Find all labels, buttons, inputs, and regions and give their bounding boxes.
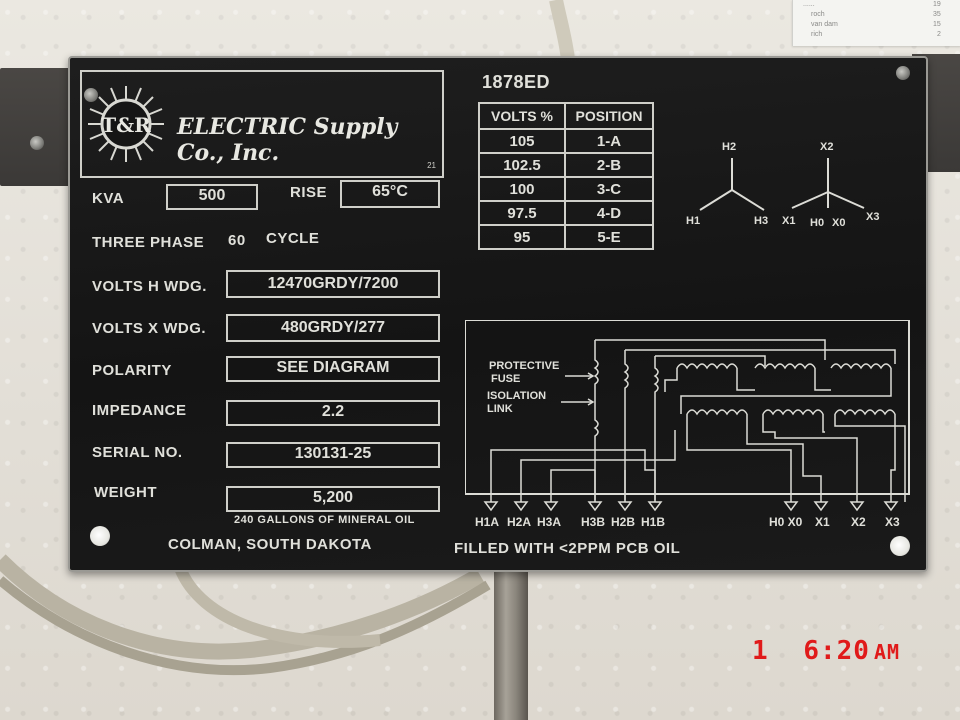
note-number: 2: [937, 31, 941, 38]
table-header: POSITION: [564, 102, 654, 130]
terminal-label: H1B: [641, 515, 665, 529]
kva-value: 500: [166, 184, 258, 210]
cycle-value: 60: [228, 232, 246, 249]
polarity-label: POLARITY: [92, 362, 172, 379]
terminal-label: X3: [885, 515, 900, 529]
model-number: 1878ED: [482, 72, 551, 92]
timestamp-time: 6:20: [803, 636, 870, 666]
table-row: 97.5 4-D: [478, 200, 654, 226]
terminal-label: H3A: [537, 515, 561, 529]
table-cell: 4-D: [564, 200, 654, 226]
location: COLMAN, SOUTH DAKOTA: [168, 536, 372, 553]
vector-diagram: H2 H1 H3 X2 X1 H0 X0 X3: [686, 141, 879, 229]
wiring-schematic: PROTECTIVE FUSE ISOLATION LINK: [465, 320, 910, 529]
table-cell: 2-B: [564, 152, 654, 178]
vector-label: H0: [810, 217, 824, 229]
fuse-label: PROTECTIVE: [489, 360, 559, 372]
note-number: 15: [933, 21, 941, 28]
terminal-label: H3B: [581, 515, 605, 529]
link-label: LINK: [487, 403, 513, 415]
volts-x-label: VOLTS X WDG.: [92, 320, 207, 337]
volts-x-value: 480GRDY/277: [226, 314, 440, 342]
mounting-pole: [494, 560, 528, 720]
link-label: ISOLATION: [487, 390, 546, 402]
vector-label: X3: [866, 211, 879, 223]
note-line: ......: [803, 1, 815, 8]
timestamp-ampm: AM: [873, 640, 901, 664]
weight-label: WEIGHT: [94, 484, 157, 501]
vector-label: X0: [832, 217, 845, 229]
vector-label: H2: [722, 141, 736, 153]
polarity-value: SEE DIAGRAM: [226, 356, 440, 382]
table-cell: 5-E: [564, 224, 654, 250]
fuse-label: FUSE: [491, 373, 520, 385]
plate-screw: [896, 66, 910, 80]
bracket-screw: [30, 136, 44, 150]
volts-h-label: VOLTS H WDG.: [92, 278, 207, 295]
note-line: roch: [811, 11, 825, 18]
note-line: van dam: [811, 21, 838, 28]
serial-value: 130131-25: [226, 442, 440, 468]
kva-label: KVA: [92, 190, 125, 207]
terminal-label: H1A: [475, 515, 499, 529]
table-cell: 105: [478, 128, 566, 154]
note-number: 19: [933, 1, 941, 8]
table-cell: 3-C: [564, 176, 654, 202]
terminal-label: H2A: [507, 515, 531, 529]
serial-label: SERIAL NO.: [92, 444, 183, 461]
table-row: 102.5 2-B: [478, 152, 654, 178]
plate-screw: [84, 88, 98, 102]
logo-starburst: T&R: [88, 86, 164, 162]
table-cell: 1-A: [564, 128, 654, 154]
vector-label: X1: [782, 215, 795, 227]
oil-note: 240 GALLONS OF MINERAL OIL: [234, 514, 415, 526]
mounting-hole: [90, 526, 110, 546]
table-cell: 95: [478, 224, 566, 250]
logo-letters: T&R: [101, 113, 151, 137]
company-name: ELECTRIC Supply Co., Inc.: [177, 114, 398, 166]
weight-value: 5,200: [226, 486, 440, 512]
vector-label: X2: [820, 141, 833, 153]
terminal-label: X2: [851, 515, 866, 529]
terminal-label: H2B: [611, 515, 635, 529]
terminal-label: H0 X0: [769, 515, 803, 529]
table-cell: 97.5: [478, 200, 566, 226]
cycle-label: CYCLE: [266, 230, 320, 247]
impedance-label: IMPEDANCE: [92, 402, 187, 419]
table-cell: 102.5: [478, 152, 566, 178]
rise-value: 65°C: [340, 180, 440, 208]
logo-number: 21: [427, 161, 436, 170]
pcb-note: FILLED WITH <2PPM PCB OIL: [454, 540, 681, 557]
vector-label: H1: [686, 215, 700, 227]
volts-h-value: 12470GRDY/7200: [226, 270, 440, 298]
company-logo: T&R ELECTRIC Supply Co., Inc. 21: [80, 70, 444, 178]
phase-label: THREE PHASE: [92, 234, 205, 251]
paper-note: ...... roch van dam rich 19 35 15 2: [792, 0, 960, 46]
table-row: 95 5-E: [478, 224, 654, 250]
impedance-value: 2.2: [226, 400, 440, 426]
vector-label: H3: [754, 215, 768, 227]
timestamp-day: 1: [752, 636, 769, 666]
table-header: VOLTS %: [478, 102, 566, 130]
terminal-label: X1: [815, 515, 830, 529]
table-row: 105 1-A: [478, 128, 654, 154]
tap-position-table: VOLTS % POSITION 105 1-A 102.5 2-B 100 3…: [478, 102, 654, 250]
transformer-nameplate: T&R ELECTRIC Supply Co., Inc. 21 1878ED …: [68, 56, 928, 572]
note-number: 35: [933, 11, 941, 18]
table-cell: 100: [478, 176, 566, 202]
rise-label: RISE: [290, 184, 328, 201]
table-row: 100 3-C: [478, 176, 654, 202]
mounting-hole: [890, 536, 910, 556]
note-line: rich: [811, 31, 823, 38]
